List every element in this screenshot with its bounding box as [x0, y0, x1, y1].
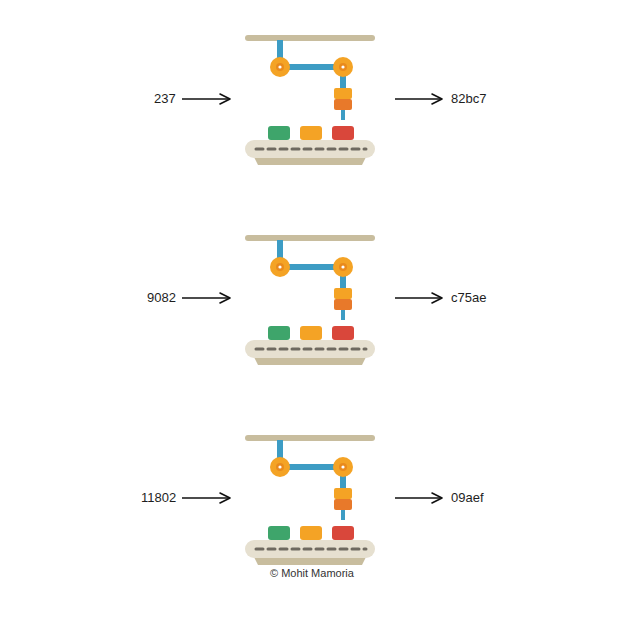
- copyright-watermark: © Mohit Mamoria: [270, 565, 354, 581]
- output-arrow: [395, 297, 442, 299]
- output-hash: 82bc7: [451, 91, 486, 107]
- robot-arm-machine: [245, 435, 375, 565]
- output-arrow: [395, 98, 442, 100]
- output-hash: 09aef: [451, 490, 484, 506]
- input-number: 9082: [147, 290, 176, 306]
- input-arrow: [182, 297, 230, 299]
- robot-arm-machine: [245, 235, 375, 365]
- robot-arm-machine: [245, 35, 375, 165]
- input-arrow: [182, 497, 230, 499]
- input-arrow: [182, 98, 230, 100]
- output-hash: c75ae: [451, 290, 486, 306]
- input-number: 237: [154, 91, 176, 107]
- input-number: 11802: [141, 490, 176, 506]
- output-arrow: [395, 497, 442, 499]
